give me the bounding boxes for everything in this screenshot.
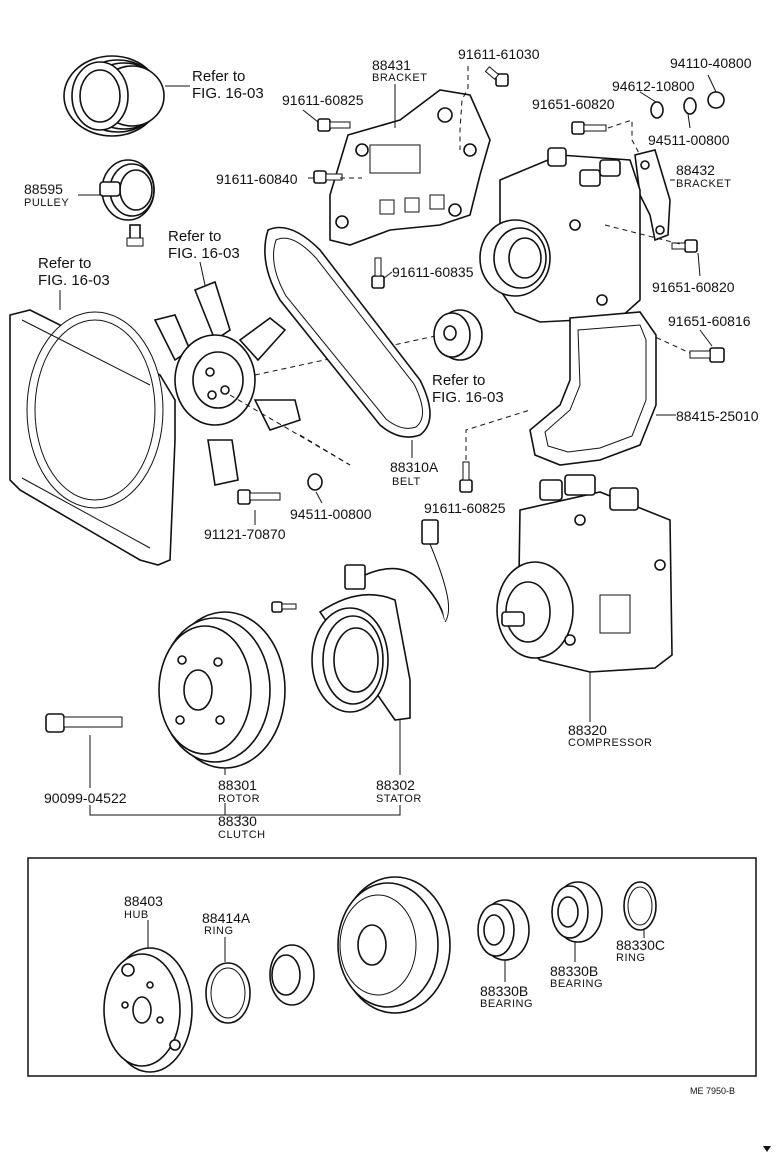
part-number-88330: 88330 bbox=[218, 813, 257, 829]
ref-fig-16-03-pulley-cover: Refer to FIG. 16-03 bbox=[192, 68, 264, 102]
bolt-91651-60816 bbox=[689, 347, 725, 363]
compressor-cover-88415-part bbox=[529, 311, 657, 466]
part-name-belt: BELT bbox=[392, 476, 421, 488]
bracket-88431-part bbox=[329, 89, 491, 246]
bolt-91611-60825-top bbox=[317, 118, 351, 132]
compressor-88320-part bbox=[496, 474, 673, 673]
part-number-88330B-2: 88330B bbox=[550, 963, 599, 979]
seal-ring-part bbox=[269, 944, 315, 1006]
bolt-91121-70870 bbox=[237, 489, 281, 505]
corner-mark bbox=[763, 1146, 771, 1152]
part-number-88330B-1: 88330B bbox=[480, 983, 529, 999]
nut-94110-40800 bbox=[707, 91, 725, 109]
bolt-91611-60835 bbox=[371, 257, 385, 289]
washer-94511-00800-mid bbox=[307, 473, 323, 491]
ring-88414A-part bbox=[205, 962, 251, 1024]
part-name-bearing-1: BEARING bbox=[480, 998, 534, 1010]
part-number-94612-10800: 94612-10800 bbox=[612, 78, 695, 94]
part-number-88301: 88301 bbox=[218, 777, 257, 793]
screw-clip-part bbox=[271, 601, 297, 613]
compressor-upper-part bbox=[479, 147, 641, 323]
part-number-88432: 88432 bbox=[676, 162, 715, 178]
rotor-88301-part bbox=[158, 611, 286, 769]
ring-88330C-part bbox=[623, 881, 657, 931]
part-number-91651-60816: 91651-60816 bbox=[668, 313, 751, 329]
part-number-88310A: 88310A bbox=[390, 459, 439, 475]
part-number-88302: 88302 bbox=[376, 777, 415, 793]
part-number-88415-25010: 88415-25010 bbox=[676, 408, 759, 424]
part-number-88403: 88403 bbox=[124, 893, 163, 909]
bolt-91611-60825-mid bbox=[459, 461, 473, 493]
hub-88403-part bbox=[103, 947, 193, 1073]
clutch-detail-inset-frame bbox=[27, 857, 757, 1077]
part-number-94511-00800-top: 94511-00800 bbox=[648, 132, 730, 148]
belt-88310A-part bbox=[264, 226, 431, 438]
part-number-91611-60825-mid: 91611-60825 bbox=[424, 500, 506, 516]
rotor-inset-part bbox=[337, 876, 451, 1014]
part-number-88595: 88595 bbox=[24, 181, 63, 197]
part-number-88320: 88320 bbox=[568, 722, 607, 738]
bolt-91651-60820-top bbox=[571, 121, 607, 135]
part-number-91121-70870: 91121-70870 bbox=[204, 526, 286, 542]
stator-88302-part bbox=[311, 519, 450, 721]
part-name-ring-88414A: RING bbox=[204, 925, 234, 937]
bolt-91611-60840 bbox=[313, 170, 343, 184]
part-number-88330C: 88330C bbox=[616, 937, 666, 953]
bolt-91611-61030 bbox=[484, 66, 509, 87]
part-number-91611-60835: 91611-60835 bbox=[392, 264, 474, 280]
pulley-88595-part bbox=[99, 159, 155, 247]
part-number-91651-60820-mid: 91651-60820 bbox=[652, 279, 735, 295]
part-number-91611-60825-top: 91611-60825 bbox=[282, 92, 364, 108]
bearing-88330B-1-part bbox=[477, 899, 530, 961]
part-number-91651-60820-top: 91651-60820 bbox=[532, 96, 615, 112]
bearing-88330B-2-part bbox=[551, 881, 603, 943]
part-name-stator: STATOR bbox=[376, 793, 422, 805]
part-name-clutch: CLUTCH bbox=[218, 829, 266, 841]
ref-fig-16-03-fan: Refer to FIG. 16-03 bbox=[168, 228, 240, 262]
part-name-bearing-2: BEARING bbox=[550, 978, 604, 990]
part-number-94110-40800: 94110-40800 bbox=[670, 55, 752, 71]
bolt-90099-04522-part bbox=[45, 713, 123, 733]
part-number-91611-61030: 91611-61030 bbox=[458, 46, 540, 62]
ref-fig-16-03-shroud: Refer to FIG. 16-03 bbox=[38, 255, 110, 289]
part-number-88431: 88431 bbox=[372, 57, 411, 73]
part-name-hub: HUB bbox=[124, 909, 149, 921]
part-name-bracket-88432: BRACKET bbox=[676, 178, 732, 190]
part-name-bracket-88431: BRACKET bbox=[372, 72, 428, 84]
figure-code: ME 7950-B bbox=[690, 1086, 736, 1096]
bolt-91651-60820-mid bbox=[671, 239, 698, 253]
part-name-pulley: PULLEY bbox=[24, 197, 70, 209]
idler-pulley-part bbox=[433, 309, 483, 361]
pulley-cover-part bbox=[63, 55, 165, 137]
fan-shroud-part bbox=[9, 309, 176, 566]
fan-part bbox=[153, 280, 301, 486]
part-number-94511-00800-mid: 94511-00800 bbox=[290, 506, 372, 522]
part-number-88414A: 88414A bbox=[202, 910, 251, 926]
part-number-90099-04522: 90099-04522 bbox=[44, 790, 127, 806]
ref-fig-16-03-idler: Refer to FIG. 16-03 bbox=[432, 372, 504, 406]
part-name-ring-88330C: RING bbox=[616, 952, 646, 964]
part-name-compressor: COMPRESSOR bbox=[568, 737, 653, 749]
part-name-rotor: ROTOR bbox=[218, 793, 261, 805]
washer-94612-10800 bbox=[650, 101, 664, 119]
part-number-91611-60840: 91611-60840 bbox=[216, 171, 298, 187]
bracket-88432-part bbox=[634, 149, 671, 242]
washer-94511-00800-top bbox=[683, 97, 697, 115]
